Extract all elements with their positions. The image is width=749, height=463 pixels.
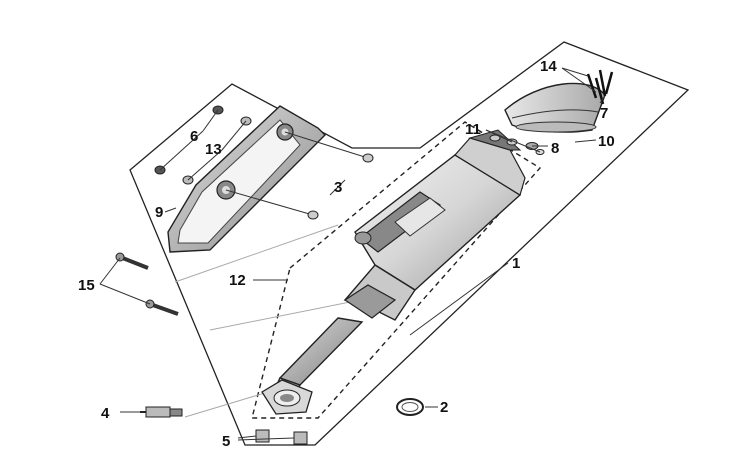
pipe-dashed-outline bbox=[251, 121, 542, 419]
callout-4: 4 bbox=[101, 405, 110, 422]
callout-9: 9 bbox=[155, 204, 163, 221]
cone-bracket bbox=[343, 284, 397, 319]
assembly-boundary bbox=[129, 41, 690, 446]
callout-3: 3 bbox=[334, 179, 342, 196]
callout-5: 5 bbox=[222, 433, 230, 450]
callout-12: 12 bbox=[229, 272, 246, 289]
pipe-flange bbox=[261, 379, 313, 415]
gasket-ring bbox=[396, 398, 424, 416]
callout-11: 11 bbox=[465, 121, 481, 138]
leader-gray-1 bbox=[174, 224, 339, 283]
leader-gray-3 bbox=[184, 391, 269, 418]
callout-2: 2 bbox=[440, 399, 448, 416]
callout-10: 10 bbox=[598, 133, 615, 150]
callout-14: 14 bbox=[540, 58, 557, 75]
leader-3-upper bbox=[284, 131, 369, 159]
muffler-body bbox=[354, 129, 526, 291]
flange-nuts bbox=[255, 429, 308, 445]
callout-1: 1 bbox=[512, 255, 520, 272]
callout-15: 15 bbox=[78, 277, 95, 294]
callout-8: 8 bbox=[551, 140, 559, 157]
callout-6: 6 bbox=[190, 128, 198, 145]
leader-lines bbox=[99, 67, 606, 441]
end-cap bbox=[504, 82, 606, 133]
callout-7: 7 bbox=[600, 105, 608, 122]
callout-13: 13 bbox=[205, 141, 222, 158]
leader-gray-2 bbox=[209, 299, 361, 331]
leader-3-lower bbox=[225, 189, 314, 216]
studs bbox=[115, 252, 179, 316]
o2-sensor bbox=[140, 406, 183, 418]
